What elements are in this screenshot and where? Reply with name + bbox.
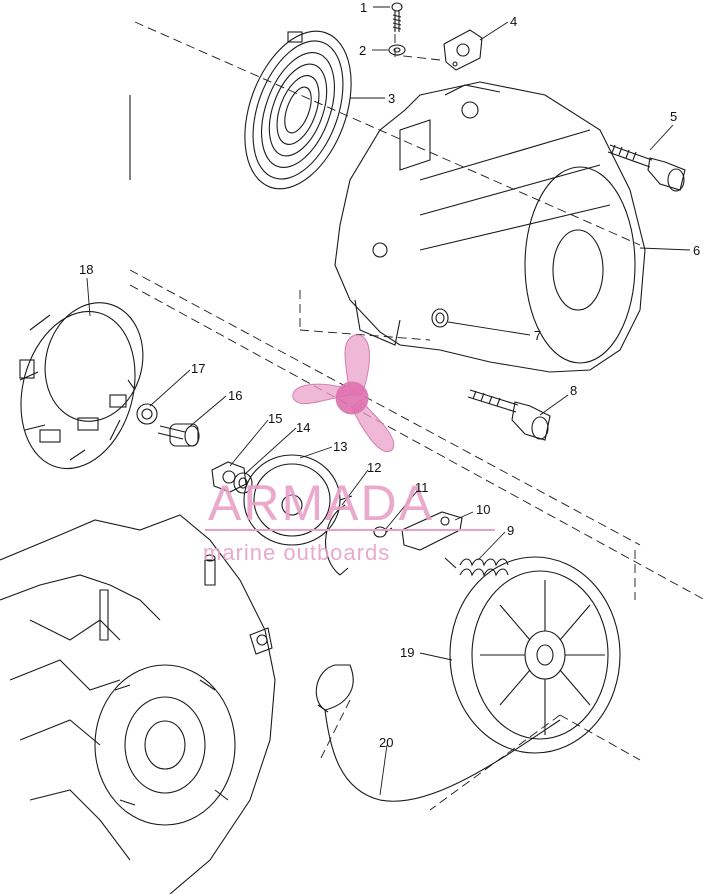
- nut-part-15: [211, 461, 247, 493]
- reel-pulley-part-19: [449, 556, 621, 754]
- part-label-13: 13: [333, 439, 347, 454]
- part-label-12: 12: [367, 460, 381, 475]
- part-label-7: 7: [534, 328, 541, 343]
- part-label-20: 20: [379, 735, 393, 750]
- part-label-2: 2: [359, 43, 366, 58]
- part-label-18: 18: [79, 262, 93, 277]
- part-label-1: 1: [360, 0, 367, 15]
- part-label-16: 16: [228, 388, 242, 403]
- part-label-4: 4: [510, 14, 517, 29]
- spring-clip-part-12: [325, 495, 353, 576]
- watermark-tagline: marine outboards: [203, 540, 390, 565]
- part-label-19: 19: [400, 645, 414, 660]
- starter-rope-part-20: [315, 664, 561, 802]
- watermark-brand: ARMADA: [208, 475, 434, 531]
- washer-part-7: [431, 308, 449, 328]
- part-labels: 1 2 3 4 5 6 7 8 9 10 11 12 13 14 15 16 1…: [79, 0, 700, 750]
- part-label-8: 8: [570, 383, 577, 398]
- brand-watermark: ARMADA marine outboards: [203, 334, 495, 565]
- bolt-part-8: [467, 389, 551, 441]
- part-label-14: 14: [296, 420, 310, 435]
- washer-part-17: [136, 403, 158, 425]
- crankcase-block: [0, 514, 276, 894]
- part-label-15: 15: [268, 411, 282, 426]
- recoil-spring-part-3: [244, 30, 352, 190]
- plate-part-4: [443, 29, 483, 71]
- part-label-10: 10: [476, 502, 490, 517]
- bolt-part-5: [607, 144, 686, 192]
- return-spring-part-9: [444, 557, 509, 577]
- part-label-3: 3: [388, 91, 395, 106]
- washer-part-2: [388, 44, 406, 56]
- bolt-part-16: [157, 423, 200, 447]
- assembly-axis-lines: [129, 20, 705, 811]
- part-label-9: 9: [507, 523, 514, 538]
- part-label-6: 6: [693, 243, 700, 258]
- part-label-11: 11: [415, 480, 429, 495]
- propeller-icon: [292, 334, 395, 453]
- screw-part-1: [391, 2, 403, 32]
- starter-housing-part-6: [334, 81, 646, 373]
- part-label-17: 17: [191, 361, 205, 376]
- starter-cup-part-18: [19, 302, 144, 470]
- part-label-5: 5: [670, 109, 677, 124]
- leader-lines: [86, 6, 691, 796]
